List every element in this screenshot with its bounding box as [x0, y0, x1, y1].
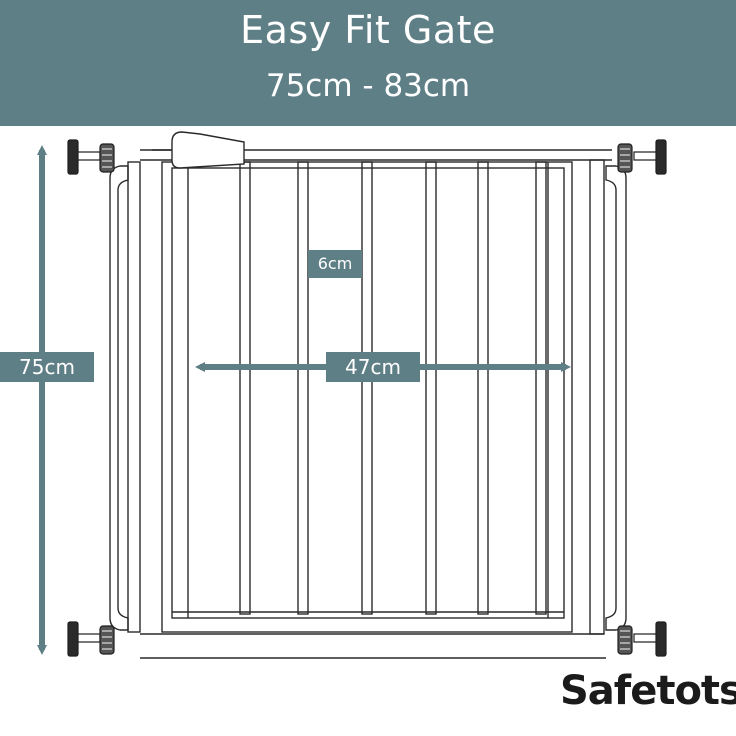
gate-bar [361, 161, 373, 615]
pressure-spindle-bottom-left [67, 621, 115, 657]
page-subtitle: 75cm - 83cm [265, 68, 471, 104]
pressure-spindle-top-right [617, 139, 667, 175]
pressure-spindle-top-left [67, 139, 115, 175]
gate-outer-frame [140, 149, 612, 659]
width-label: 47cm [326, 352, 420, 382]
gate-bar [239, 161, 251, 615]
gate-bar [425, 161, 437, 615]
gate-bars [239, 161, 547, 615]
pressure-spindle-bottom-right [617, 621, 667, 657]
page-title: Easy Fit Gate [240, 8, 496, 52]
gate-bar [535, 161, 547, 615]
gate-bar [477, 161, 489, 615]
height-label: 75cm [0, 352, 94, 382]
bar-gap-label: 6cm [308, 250, 362, 278]
right-side-frame [589, 159, 627, 635]
gate-door [161, 161, 573, 633]
gate-bar [297, 161, 309, 615]
latch-handle [152, 131, 245, 169]
left-side-frame [109, 161, 141, 633]
brand-logo: Safetots [560, 668, 736, 714]
header-banner: Easy Fit Gate 75cm - 83cm [0, 0, 736, 126]
